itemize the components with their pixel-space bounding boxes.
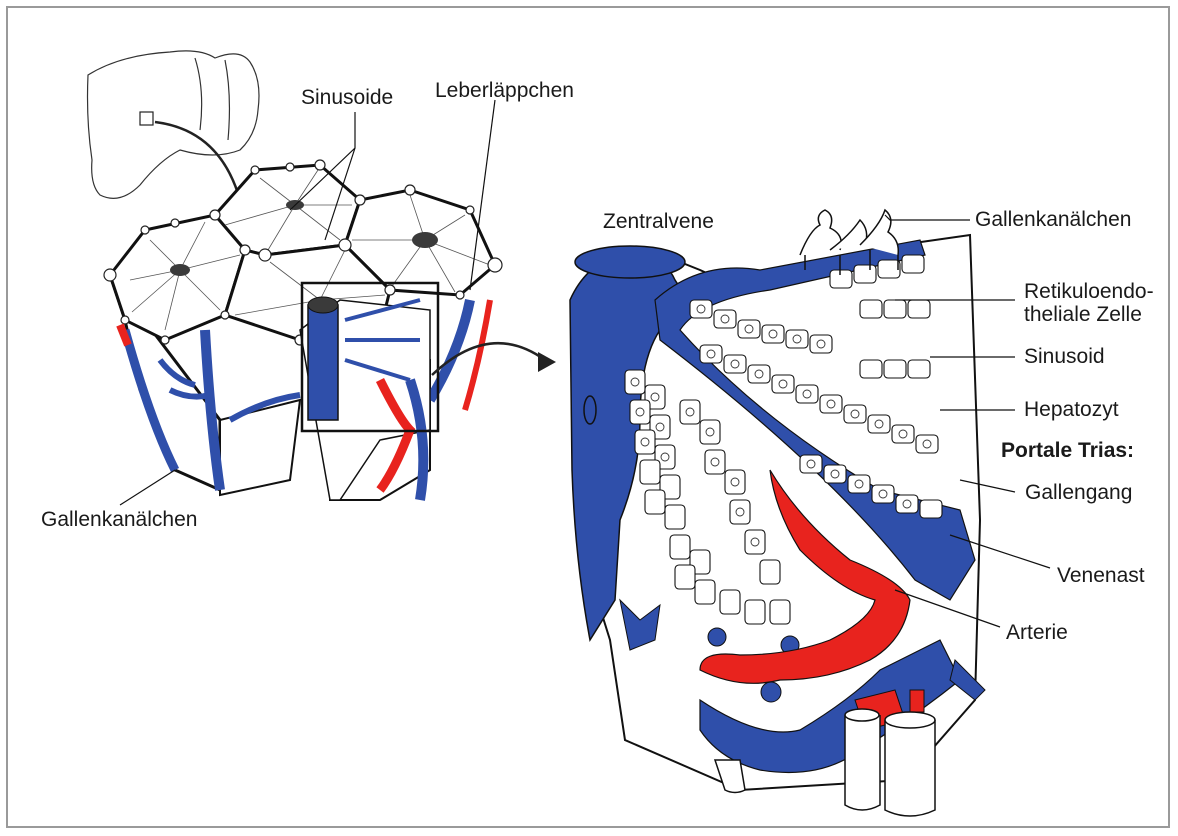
liver-arrow — [155, 122, 240, 200]
label-sinusoide: Sinusoide — [301, 86, 393, 110]
label-venenast: Venenast — [1057, 564, 1145, 588]
label-gallengang: Gallengang — [1025, 481, 1132, 505]
label-hepatozyt: Hepatozyt — [1024, 398, 1119, 422]
label-arterie: Arterie — [1006, 621, 1068, 645]
label-retikuloendo-line1: Retikuloendo- — [1024, 280, 1154, 304]
label-zentralvene: Zentralvene — [603, 210, 714, 234]
label-portale-trias: Portale Trias: — [1001, 439, 1134, 463]
zoom-arrow-head — [538, 352, 556, 372]
label-sinusoid: Sinusoid — [1024, 345, 1105, 369]
label-leberlaeppchen: Leberläppchen — [435, 79, 574, 103]
central-vein-column — [308, 305, 338, 420]
label-retikuloendo-line2: theliale Zelle — [1024, 303, 1142, 327]
label-gallenkanaelchen-left: Gallenkanälchen — [41, 508, 197, 532]
label-gallenkanaelchen-right: Gallenkanälchen — [975, 208, 1131, 232]
zoomed-lobule-section — [570, 210, 985, 816]
